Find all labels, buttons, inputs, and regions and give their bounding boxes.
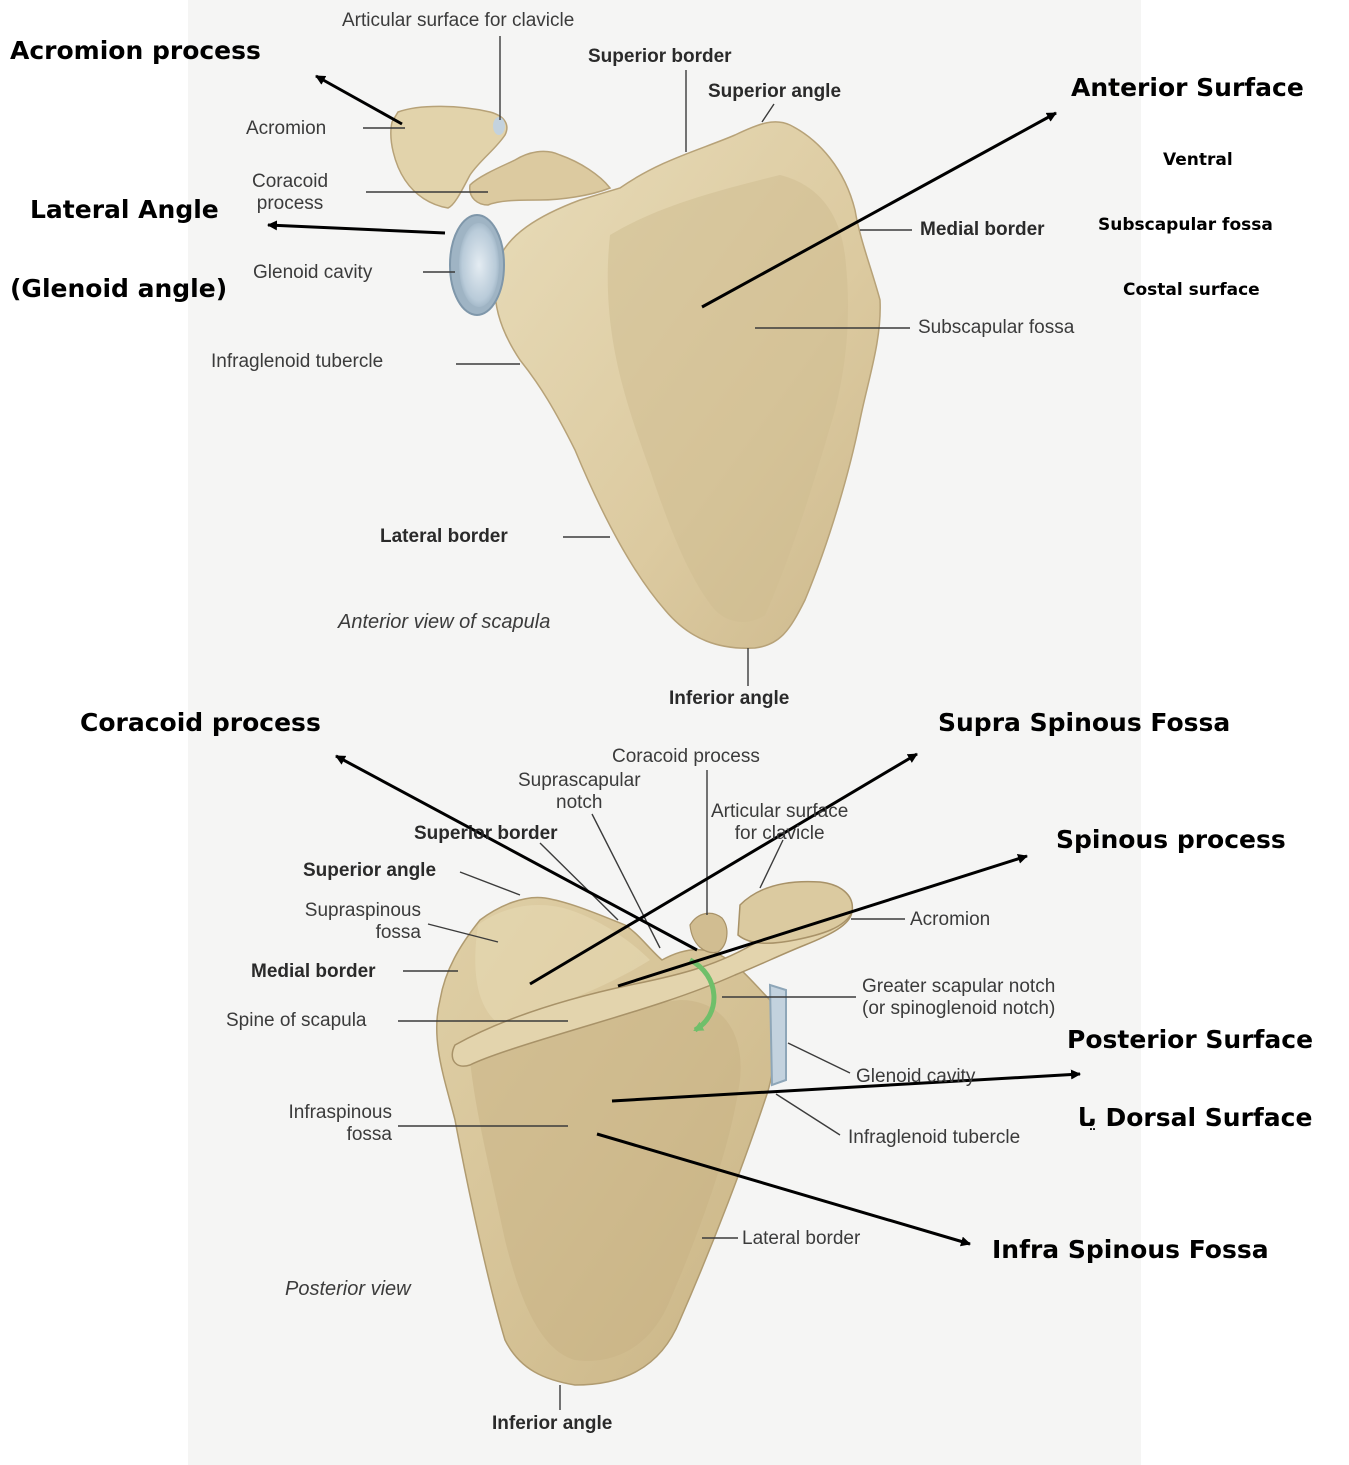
post-label-greater-scapular-notch: Greater scapular notch (or spinoglenoid … xyxy=(862,976,1055,1020)
post-label-supraspinous-fossa: Supraspinous fossa xyxy=(283,900,421,944)
post-label-superior-angle: Superior angle xyxy=(303,860,436,882)
ant-label-subscapular-fossa: Subscapular fossa xyxy=(918,317,1074,339)
post-caption: Posterior view xyxy=(285,1278,411,1300)
ant-label-superior-angle: Superior angle xyxy=(708,81,841,103)
annot-anterior-surface: Anterior Surface xyxy=(1071,73,1304,102)
annot-supra-spinous-fossa: Supra Spinous Fossa xyxy=(938,708,1230,737)
annot-ventral: Ventral xyxy=(1163,150,1233,170)
ant-label-glenoid-cavity: Glenoid cavity xyxy=(253,262,372,284)
posterior-coracoid xyxy=(690,913,727,952)
annot-spinous-process: Spinous process xyxy=(1056,825,1286,854)
ant-caption: Anterior view of scapula xyxy=(338,611,550,633)
ant-label-articular-surface: Articular surface for clavicle xyxy=(342,10,574,32)
post-label-medial-border: Medial border xyxy=(251,961,376,983)
post-label-superior-border: Superior border xyxy=(414,823,558,845)
annot-acromion-process: Acromion process xyxy=(10,36,261,65)
ant-label-lateral-border: Lateral border xyxy=(380,526,508,548)
annot-posterior-surface: Posterior Surface xyxy=(1067,1025,1313,1054)
post-label-infraspinous-fossa: Infraspinous fossa xyxy=(262,1102,392,1146)
post-label-spine-of-scapula: Spine of scapula xyxy=(226,1010,367,1032)
anterior-scapula xyxy=(268,36,1056,686)
ant-label-inferior-angle: Inferior angle xyxy=(669,688,789,710)
annot-infra-spinous-fossa: Infra Spinous Fossa xyxy=(992,1235,1269,1264)
post-label-inferior-angle: Inferior angle xyxy=(492,1413,612,1435)
ant-label-medial-border: Medial border xyxy=(920,219,1045,241)
post-label-acromion: Acromion xyxy=(910,909,990,931)
ant-label-coracoid-process: Coracoid process xyxy=(252,171,328,215)
annot-lateral-angle: Lateral Angle xyxy=(30,195,219,224)
posterior-glenoid-cavity xyxy=(770,985,786,1085)
annot-subscapular-fossa: Subscapular fossa xyxy=(1098,215,1273,235)
post-label-infraglenoid-tubercle: Infraglenoid tubercle xyxy=(848,1127,1020,1149)
ant-label-acromion: Acromion xyxy=(246,118,326,140)
annot-coracoid-process: Coracoid process xyxy=(80,708,321,737)
ant-label-infraglenoid-tubercle: Infraglenoid tubercle xyxy=(211,351,383,373)
post-label-articular-surface: Articular surface for clavicle xyxy=(711,801,848,845)
annot-dorsal-surface: يا Dorsal Surface xyxy=(1078,1103,1312,1132)
post-label-suprascapular-notch: Suprascapular notch xyxy=(518,770,641,814)
anterior-glenoid-surface xyxy=(459,223,499,307)
anterior-acromion-facet xyxy=(493,117,505,135)
annot-costal-surface: Costal surface xyxy=(1123,280,1260,300)
annot-glenoid-angle: (Glenoid angle) xyxy=(10,274,227,303)
ant-label-superior-border: Superior border xyxy=(588,46,732,68)
post-label-coracoid-process: Coracoid process xyxy=(612,746,760,768)
posterior-acromion xyxy=(738,882,852,944)
post-label-glenoid-cavity: Glenoid cavity xyxy=(856,1066,975,1088)
post-label-lateral-border: Lateral border xyxy=(742,1228,860,1250)
